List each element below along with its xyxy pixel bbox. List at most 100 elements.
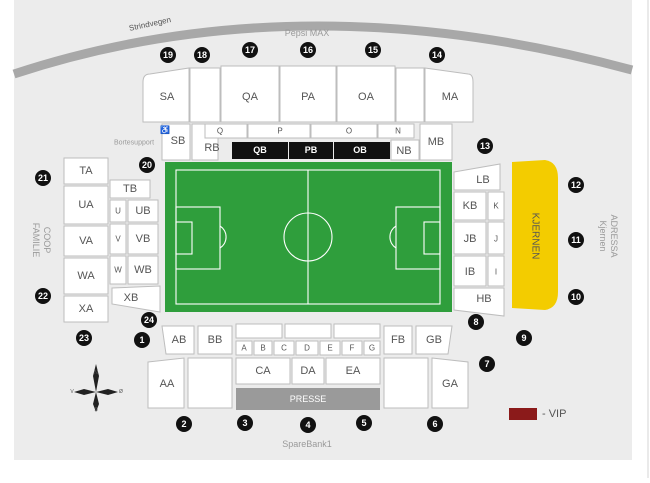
section-WA[interactable]	[63, 257, 109, 295]
gate-2[interactable]: 2	[176, 416, 192, 432]
section-PB[interactable]	[289, 142, 333, 159]
section-SB[interactable]	[161, 123, 191, 161]
section-KB[interactable]	[453, 191, 487, 221]
section-HB[interactable]	[453, 287, 505, 317]
gate-6-label: 6	[432, 419, 437, 429]
section-QB[interactable]	[232, 142, 288, 159]
section-XB[interactable]	[111, 285, 161, 313]
kjernen-stand[interactable]	[512, 160, 558, 310]
section-GA[interactable]	[431, 357, 469, 409]
section-MA[interactable]	[424, 67, 474, 123]
gate-20[interactable]: 20	[139, 157, 155, 173]
section-F[interactable]	[341, 340, 363, 356]
gate-1[interactable]: 1	[134, 332, 150, 348]
section-O-label: O	[346, 127, 352, 136]
section-OA-label: OA	[358, 91, 375, 103]
section-W[interactable]	[109, 255, 127, 285]
gate-15[interactable]: 15	[365, 42, 381, 58]
gate-13[interactable]: 13	[477, 138, 493, 154]
section-MA-extension[interactable]	[395, 67, 425, 123]
section-N[interactable]	[377, 123, 415, 139]
section-G[interactable]	[363, 340, 381, 356]
section-QA[interactable]	[220, 65, 280, 123]
section-OB[interactable]	[334, 142, 390, 159]
gate-14[interactable]: 14	[429, 47, 445, 63]
section-XA[interactable]	[63, 295, 109, 323]
section-EA[interactable]	[325, 357, 381, 385]
section-JB[interactable]	[453, 221, 487, 255]
section-MB[interactable]	[419, 123, 453, 161]
section-KB-label: KB	[463, 200, 478, 212]
section-U[interactable]	[109, 199, 127, 223]
gate-9[interactable]: 9	[516, 330, 532, 346]
gate-10[interactable]: 10	[568, 289, 584, 305]
gate-11[interactable]: 11	[568, 232, 584, 248]
gate-8[interactable]: 8	[468, 314, 484, 330]
section-V[interactable]	[109, 223, 127, 255]
section-NB[interactable]	[390, 139, 420, 161]
section-Q[interactable]	[204, 123, 248, 139]
gate-21[interactable]: 21	[35, 170, 51, 186]
gate-7[interactable]: 7	[479, 356, 495, 372]
section-DA[interactable]	[291, 357, 325, 385]
section-AB[interactable]	[161, 325, 195, 355]
section-OA[interactable]	[336, 65, 396, 123]
section-south-top-2[interactable]	[284, 323, 332, 339]
compass-south: S	[94, 407, 98, 413]
section-TA[interactable]	[63, 157, 109, 185]
gate-18[interactable]: 18	[194, 47, 210, 63]
gate-19[interactable]: 19	[160, 47, 176, 63]
section-A[interactable]	[235, 340, 253, 356]
section-IB[interactable]	[453, 255, 487, 287]
gate-23[interactable]: 23	[76, 330, 92, 346]
gate-17[interactable]: 17	[242, 42, 258, 58]
gate-6[interactable]: 6	[427, 416, 443, 432]
section-B[interactable]	[253, 340, 273, 356]
section-P[interactable]	[247, 123, 311, 139]
section-FB[interactable]	[383, 325, 413, 355]
section-south-top-3[interactable]	[333, 323, 381, 339]
section-BB[interactable]	[197, 325, 233, 355]
section-LB[interactable]	[453, 163, 501, 191]
section-SA-extension[interactable]	[189, 67, 221, 123]
section-TB[interactable]	[109, 179, 151, 199]
section-AA-extension[interactable]	[187, 357, 233, 409]
gate-4[interactable]: 4	[300, 417, 316, 433]
section-SA[interactable]	[142, 67, 190, 123]
gate-24[interactable]: 24	[141, 312, 157, 328]
section-A-label: A	[241, 344, 247, 353]
section-PA[interactable]	[279, 65, 337, 123]
gate-13-label: 13	[480, 141, 490, 151]
section-UA[interactable]	[63, 185, 109, 225]
gate-17-label: 17	[245, 45, 255, 55]
section-AA-label: AA	[160, 378, 175, 390]
gate-12[interactable]: 12	[568, 177, 584, 193]
section-AB-label: AB	[172, 334, 187, 346]
section-QB-label: QB	[253, 145, 267, 155]
section-J[interactable]	[487, 221, 505, 255]
gate-16[interactable]: 16	[300, 42, 316, 58]
section-C-label: C	[281, 344, 287, 353]
gate-22[interactable]: 22	[35, 288, 51, 304]
gate-5[interactable]: 5	[356, 415, 372, 431]
section-UB[interactable]	[127, 199, 159, 223]
section-VA[interactable]	[63, 225, 109, 257]
gate-15-label: 15	[368, 45, 378, 55]
section-GB[interactable]	[415, 325, 453, 355]
gate-9-label: 9	[521, 333, 526, 343]
section-VB[interactable]	[127, 223, 159, 255]
football-pitch	[165, 162, 452, 312]
section-D[interactable]	[295, 340, 319, 356]
section-O[interactable]	[310, 123, 378, 139]
section-CA[interactable]	[235, 357, 291, 385]
section-E[interactable]	[319, 340, 341, 356]
section-K[interactable]	[487, 191, 505, 221]
section-WB[interactable]	[127, 255, 159, 285]
section-south-top-1[interactable]	[235, 323, 283, 339]
section-I[interactable]	[487, 255, 505, 287]
gate-3[interactable]: 3	[237, 415, 253, 431]
section-AA[interactable]	[147, 357, 185, 409]
section-GA-extension[interactable]	[383, 357, 429, 409]
section-C[interactable]	[273, 340, 295, 356]
section-RB-label: RB	[204, 142, 219, 154]
